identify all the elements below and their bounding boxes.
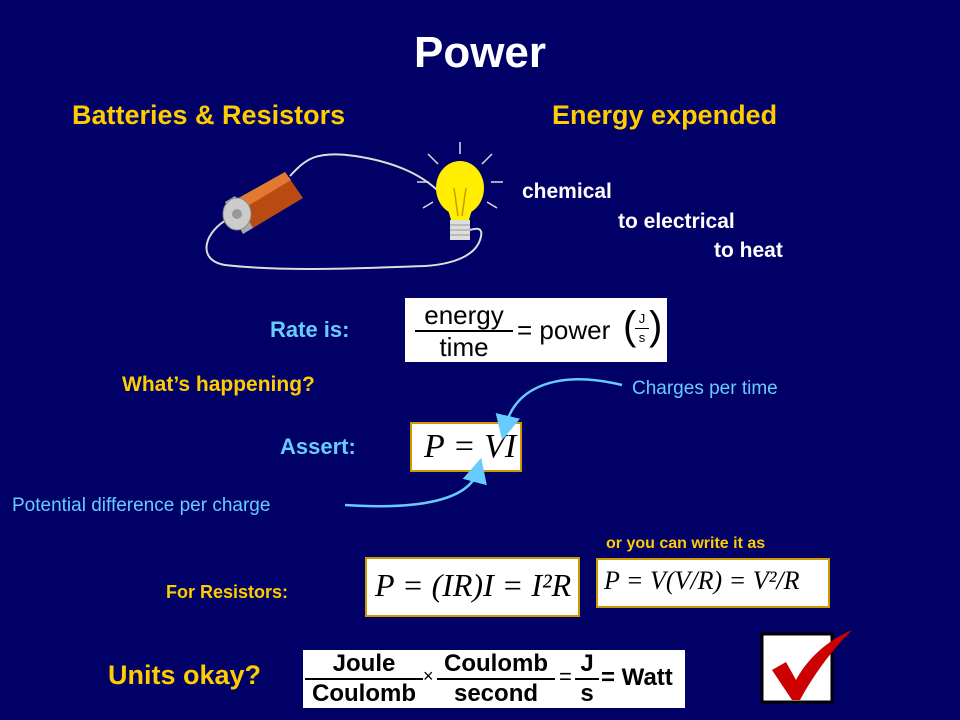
units-coulomb-den: Coulomb xyxy=(312,680,416,707)
circuit-illustration xyxy=(205,142,503,270)
rate-numerator: energy xyxy=(424,300,504,330)
rate-denominator: time xyxy=(439,332,489,362)
resistor-formula-1: P = (IR)I = I²R xyxy=(375,567,572,603)
rate-unit-num: J xyxy=(638,311,646,326)
units-eq: = xyxy=(559,664,572,689)
assert-formula: P = VI xyxy=(424,428,517,465)
assert-formula-box: P = VI xyxy=(410,422,522,472)
units-j: J xyxy=(580,650,594,677)
units-joule: Joule xyxy=(332,650,396,677)
page-title: Power xyxy=(413,28,547,77)
resistor-formula-box-2: P = V(V/R) = V²/R xyxy=(596,558,830,608)
units-second: second xyxy=(453,680,539,707)
potential-difference-note: Potential difference per charge xyxy=(12,495,271,516)
whats-happening: What’s happening? xyxy=(122,373,315,396)
rate-equation: energy time = power ( J s ) xyxy=(405,298,667,362)
arrow-icon xyxy=(344,457,487,508)
chain-heat: to heat xyxy=(714,239,783,262)
rate-label: Rate is: xyxy=(270,317,350,342)
units-okay-label: Units okay? xyxy=(108,660,262,690)
units-s: s xyxy=(580,680,594,707)
rate-rhs: = power xyxy=(517,315,611,345)
units-equation: Joule Coulomb × Coulomb second = J s = W… xyxy=(303,650,685,708)
charges-per-time: Charges per time xyxy=(632,378,778,399)
arrow-icon xyxy=(495,378,623,441)
checkmark-icon xyxy=(760,630,852,704)
rate-unit-den: s xyxy=(638,330,646,345)
units-watt: = Watt xyxy=(601,664,673,691)
resistor-formula-box-1: P = (IR)I = I²R xyxy=(365,557,580,617)
fraction-bar xyxy=(415,330,513,332)
lightbulb-icon xyxy=(417,142,503,240)
resistor-formula-2: P = V(V/R) = V²/R xyxy=(604,566,800,595)
chain-chemical: chemical xyxy=(522,180,612,203)
for-resistors-label: For Resistors: xyxy=(166,582,289,602)
chain-electrical: to electrical xyxy=(618,210,735,233)
battery-icon xyxy=(222,172,303,234)
units-times: × xyxy=(423,666,434,686)
or-write-it-as: or you can write it as xyxy=(606,535,766,552)
units-coulomb-num: Coulomb xyxy=(444,650,548,677)
heading-batteries-resistors: Batteries & Resistors xyxy=(72,100,346,130)
heading-energy-expended: Energy expended xyxy=(552,100,778,130)
assert-label: Assert: xyxy=(280,434,356,459)
